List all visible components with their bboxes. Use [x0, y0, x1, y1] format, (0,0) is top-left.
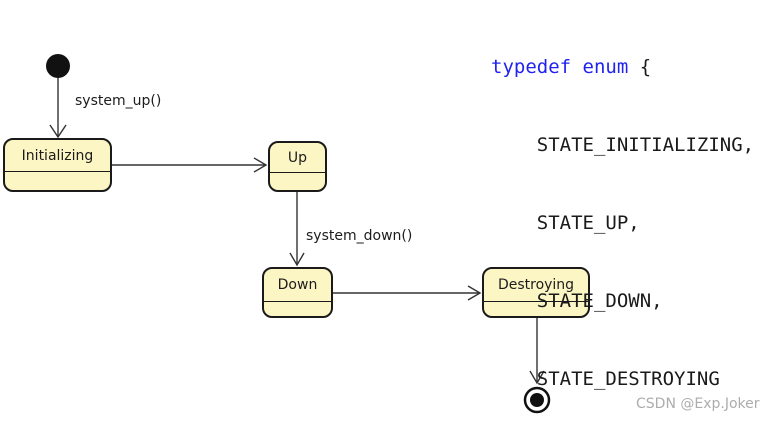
code-line-5: STATE_DESTROYING [491, 368, 720, 390]
final-state-node [523, 386, 551, 414]
state-destroying: Destroying [482, 267, 590, 318]
code-line-4: STATE_DOWN, [491, 290, 663, 312]
code-snippet: typedef enum { STATE_INITIALIZING, STATE… [491, 2, 754, 424]
state-down: Down [262, 267, 333, 318]
state-destroying-label: Destroying [484, 269, 588, 302]
initial-state-node [46, 54, 70, 78]
code-line-1: typedef enum { [491, 54, 754, 80]
transition-label-system-up: system_up() [75, 93, 162, 109]
transition-arrow-initializing-to-up [112, 157, 268, 173]
code-line-3: STATE_UP, [491, 212, 640, 234]
transition-arrow-destroying-to-final [529, 317, 545, 385]
state-initializing: Initializing [3, 138, 112, 192]
watermark: CSDN @Exp.Joker [636, 396, 760, 412]
code-line-2: STATE_INITIALIZING, [491, 134, 755, 156]
state-up-label: Up [270, 143, 325, 173]
state-up: Up [268, 141, 327, 192]
state-initializing-label: Initializing [5, 140, 110, 172]
transition-label-system-down: system_down() [306, 228, 413, 244]
code-keyword: typedef enum [491, 56, 629, 78]
transition-arrow-up-to-down [289, 192, 305, 267]
code-open-brace: { [628, 56, 652, 78]
state-down-label: Down [264, 269, 331, 302]
transition-arrow-initial-to-initializing [49, 78, 67, 139]
transition-arrow-down-to-destroying [333, 285, 482, 301]
